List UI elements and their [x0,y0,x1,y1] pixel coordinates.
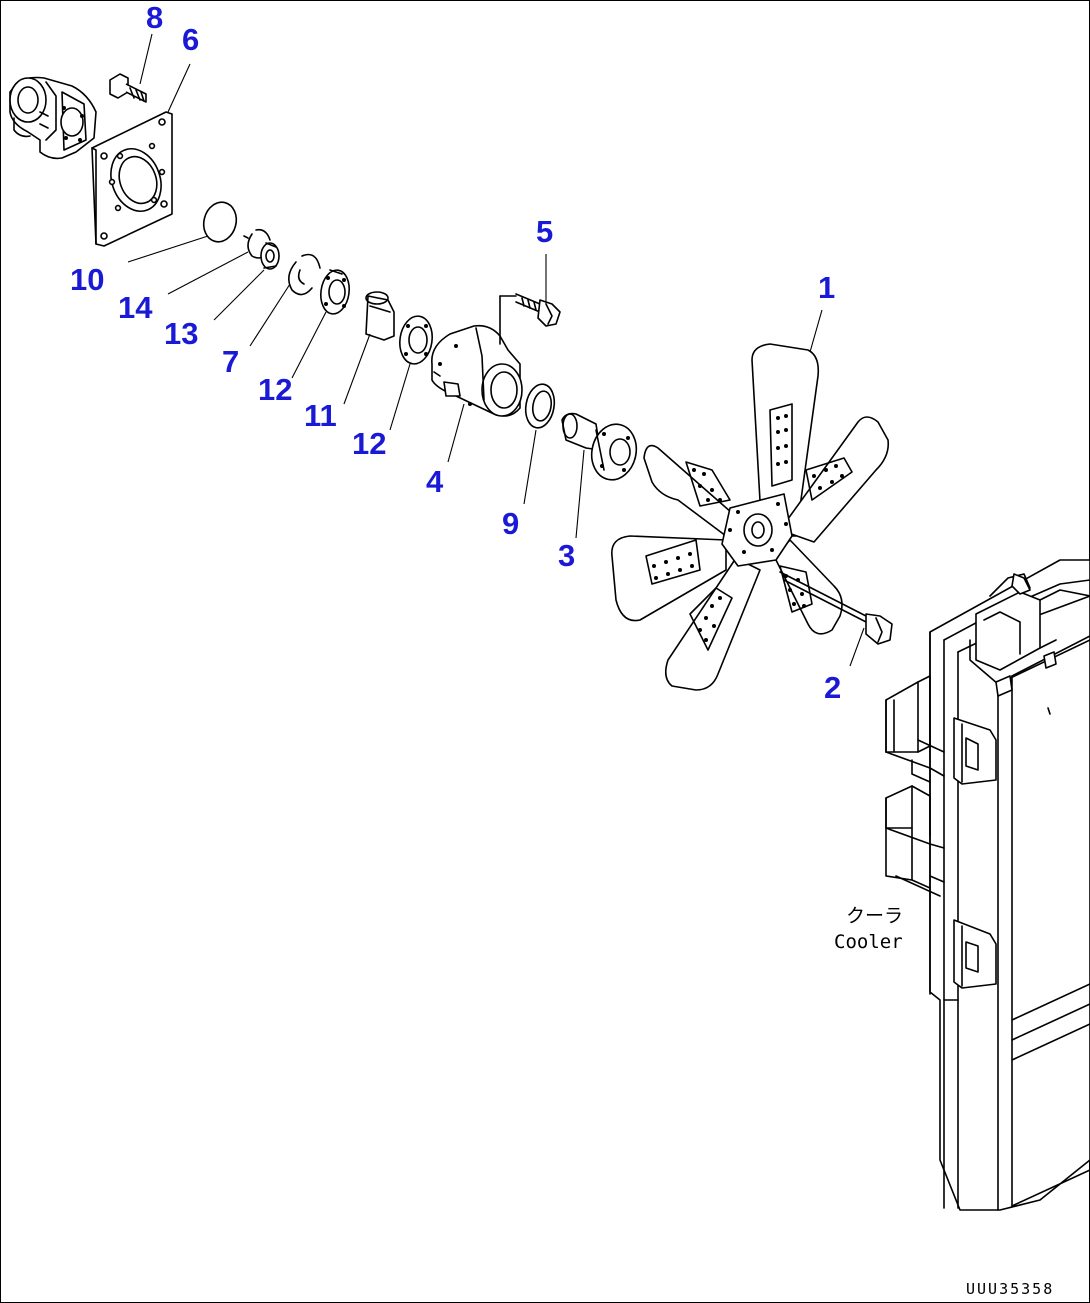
callout-12-upper: 12 [258,372,292,407]
callout-6: 6 [182,22,199,57]
bolt-5 [499,293,561,345]
callout-5: 5 [536,214,553,249]
callout-12-lower: 12 [352,426,386,461]
cooler-label-en: Cooler [834,931,903,953]
snap-ring-7 [288,253,321,296]
callout-8: 8 [146,0,163,35]
shaft-3 [561,412,638,481]
bearing-12-lower [399,315,433,365]
callout-11: 11 [304,398,337,433]
cooler-assembly [885,559,1090,1211]
leader-lines [127,33,865,667]
callout-1: 1 [818,270,835,305]
hydraulic-motor [9,76,97,160]
spacer-11 [365,291,395,341]
callout-9: 9 [502,506,519,541]
housing-4 [431,324,523,417]
seal-9 [524,383,556,429]
bearing-12-upper [320,269,350,315]
callout-10: 10 [70,262,104,297]
callout-14: 14 [118,290,153,325]
drawing-code: UUU35358 [966,1280,1054,1298]
callout-2: 2 [824,670,841,705]
callout-7: 7 [222,344,239,379]
callout-13: 13 [164,316,198,351]
collar-13 [260,242,280,270]
cooler-label-jp: クーラ [846,905,903,927]
callout-3: 3 [558,538,575,573]
bolt-2 [779,571,893,645]
callout-labels: 8 6 10 14 13 7 12 11 12 4 5 9 3 1 2 [70,0,841,705]
callout-4: 4 [426,464,444,499]
o-ring-10 [202,201,238,243]
mounting-plate-6 [91,111,173,247]
bolt-8 [109,73,147,103]
fan-1 [611,343,890,691]
